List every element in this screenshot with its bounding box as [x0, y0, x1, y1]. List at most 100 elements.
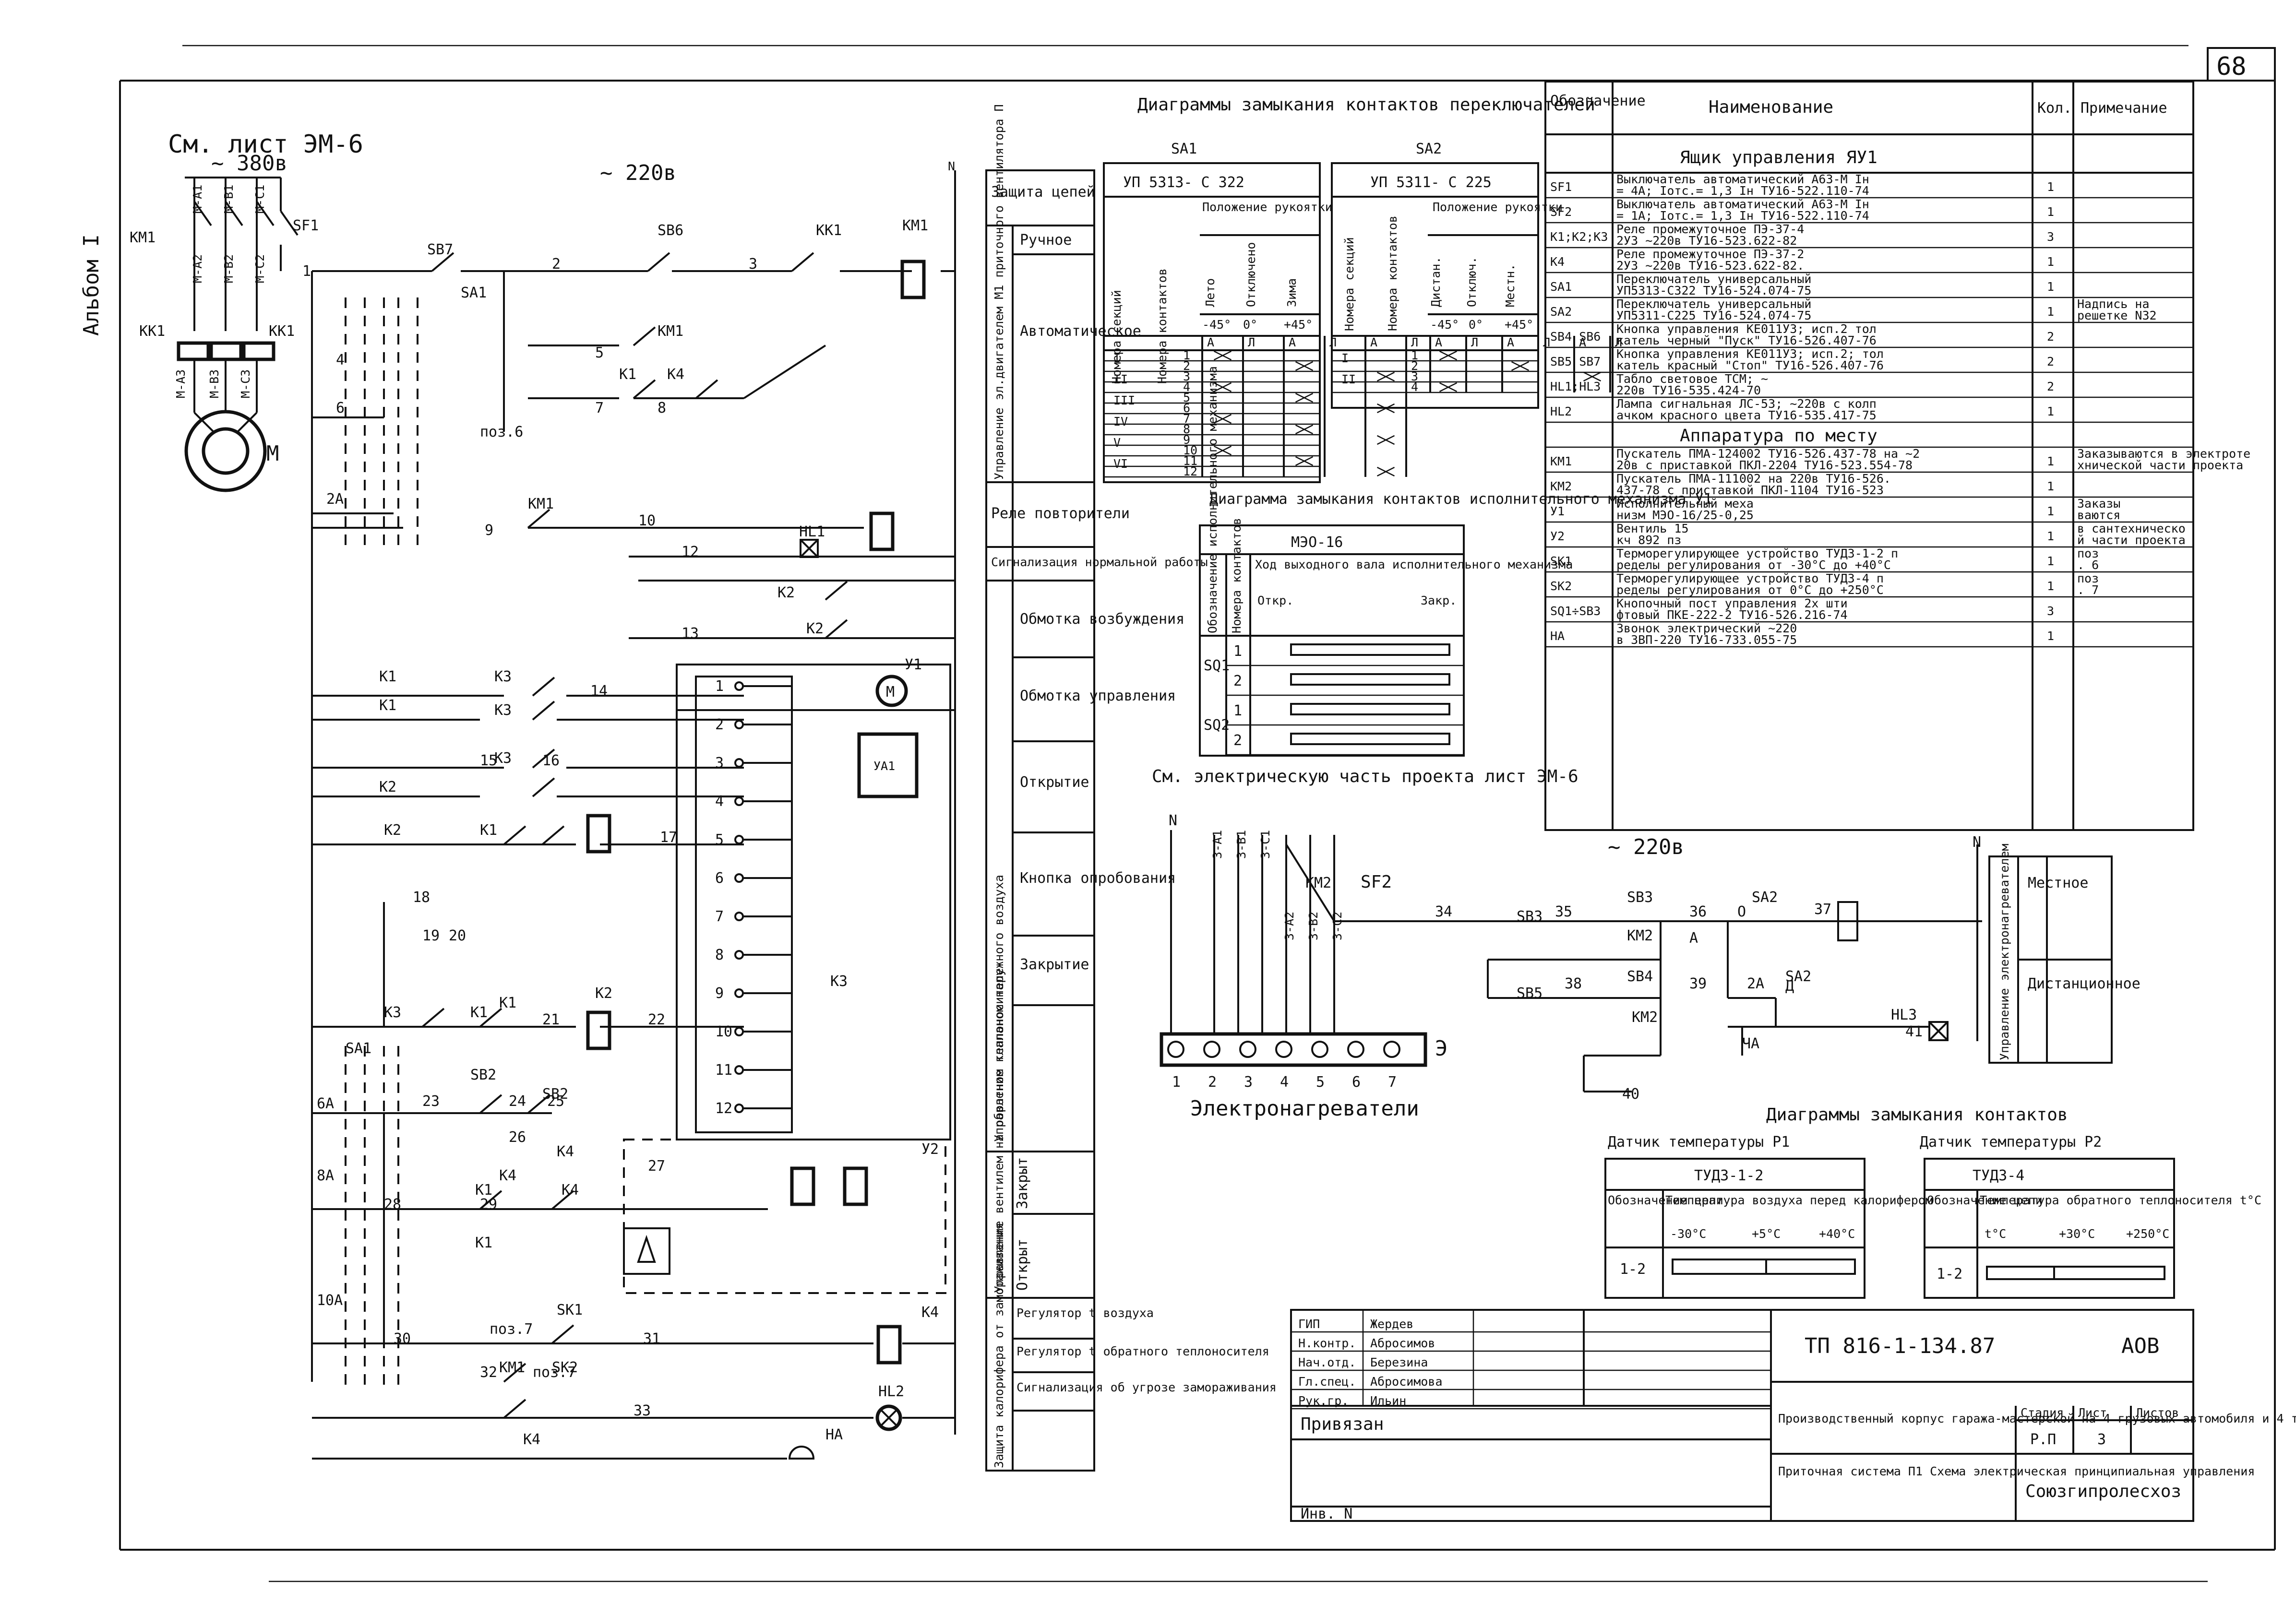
p2-range-1: t°С — [1985, 1227, 2006, 1241]
schematic-label: SВ7 — [427, 241, 453, 258]
terminal-dot — [734, 681, 744, 691]
grid-section: VI — [1113, 457, 1128, 471]
spec-name: 2УЗ ~220в ТУ16-523.622-82. — [1616, 259, 1804, 273]
contact-mark — [1295, 361, 1314, 371]
grid-row: 2 — [1183, 359, 1190, 373]
contact — [633, 379, 656, 399]
local-net: 34 — [1435, 903, 1452, 920]
spec-qty: 1 — [2047, 454, 2054, 468]
schematic-label: SК2 — [552, 1359, 578, 1376]
net-label: 2А — [326, 491, 344, 508]
heater-line-label: 3-С1 — [1258, 830, 1272, 859]
spec-qty: 1 — [2047, 504, 2054, 518]
tb-doc-no: ТП 816-1-134.87 — [1805, 1334, 1995, 1358]
spec-name: Исполнительный меха — [1616, 497, 1754, 511]
net-label: 28 — [384, 1196, 401, 1213]
grid-row: 4 — [1411, 380, 1418, 394]
sheet-page-number: 68 — [2216, 52, 2247, 81]
tb-role: Н.контр. — [1298, 1336, 1356, 1350]
actuator-sq: SQ2 — [1204, 717, 1230, 734]
schematic-label: К1 — [470, 1004, 488, 1021]
grid-row: 11 — [1183, 454, 1197, 468]
schematic-label: SF1 — [293, 217, 319, 234]
net-label: 3 — [749, 256, 757, 273]
fn-motor-control: Управление эл.двигателем М1 приточного в… — [992, 104, 1006, 480]
grid-head: Л — [1471, 335, 1478, 349]
contact — [503, 1399, 526, 1419]
heater-terminal: 1 — [1172, 1074, 1181, 1091]
heater-terminal-screw — [1167, 1041, 1184, 1058]
actuator-contact: 1 — [1233, 702, 1242, 719]
actuator-contact: 1 — [1233, 643, 1242, 660]
sa2-angle-3: +45° — [1505, 318, 1533, 332]
heater-terminal-screw — [1239, 1041, 1256, 1058]
local-net: 38 — [1565, 975, 1582, 992]
spec-note: й части проекта — [2077, 533, 2186, 547]
contact-mark — [1376, 466, 1395, 477]
spec-note: . 6 — [2077, 558, 2099, 572]
fn-protection: Защита цепей — [991, 184, 1095, 201]
fn-excitation: Обмотка возбуждения — [1020, 611, 1184, 628]
net-label: 18 — [413, 889, 430, 906]
grid-row: 9 — [1183, 433, 1190, 447]
schematic-label: К4 — [499, 1167, 516, 1184]
sa1-angle-3: +45° — [1284, 318, 1313, 332]
net-label: 2 — [552, 256, 561, 273]
actuator-motor-label: М — [886, 684, 895, 701]
schematic-label: К1 — [475, 1235, 492, 1251]
local-neutral: N — [1973, 834, 1981, 851]
net-label: 8 — [658, 400, 666, 416]
relay-coil — [869, 511, 895, 551]
heater-km: КМ2 — [1305, 875, 1331, 891]
motor-kk-label: КК1 — [139, 323, 165, 340]
sa1-col-1: Лето — [1203, 278, 1217, 307]
heater-terminal: 6 — [1352, 1074, 1361, 1091]
schematic-label: К2 — [595, 985, 612, 1002]
actuator-contact: 2 — [1233, 732, 1242, 749]
contact-mark — [1439, 350, 1458, 361]
schematic-label: КЗ — [830, 973, 848, 990]
sa2-tag: SА2 — [1416, 141, 1442, 157]
schematic-label: SА1 — [461, 285, 487, 301]
fn-opening: Открытие — [1020, 774, 1089, 791]
sa2-col-1: Дистан. — [1429, 257, 1443, 307]
heater-line-label: 3-А1 — [1210, 830, 1224, 859]
spec-qty: 1 — [2047, 305, 2054, 319]
p1-title: Датчик температуры Р1 — [1608, 1134, 1790, 1151]
spec-name: 20в с приставкой ПКЛ-2204 ТУ16-523.554-7… — [1616, 458, 1913, 472]
spec-code: КМ2 — [1550, 479, 1572, 493]
contact-mark — [1511, 361, 1530, 371]
terminal-a2: М-А2 — [191, 254, 204, 283]
spec-name: Вентиль 15 — [1616, 522, 1689, 535]
terminal-dot — [734, 1027, 744, 1036]
spec-qty: 1 — [2047, 205, 2054, 219]
net-label: 6А — [317, 1095, 334, 1112]
terminal-c3: М-С3 — [239, 369, 252, 398]
heater-line-label: 3-А2 — [1282, 912, 1296, 940]
actuator-model: МЭО-16 — [1291, 534, 1343, 551]
schematic-label: К1 — [379, 668, 396, 685]
actuator-terminal: 8 — [715, 947, 724, 963]
grid-head: А — [1207, 335, 1214, 349]
contact-mark — [1213, 414, 1232, 424]
net-label: 21 — [542, 1011, 560, 1028]
spec-code: НА — [1550, 629, 1565, 643]
net-label: 30 — [394, 1330, 411, 1347]
spec-code: НL1;НL3 — [1550, 380, 1601, 393]
tb-drawing: Приточная система П1 Схема электрическая… — [1778, 1464, 2255, 1478]
contact — [503, 825, 526, 845]
schematic-label: КМ1 — [499, 1359, 525, 1376]
spec-qty: 3 — [2047, 230, 2054, 244]
heaters-circuit: См. электрическую часть проекта лист ЭМ-… — [1152, 767, 1578, 1121]
local-net: 35 — [1555, 903, 1572, 920]
net-label: 6 — [336, 400, 345, 416]
terminal-dot — [734, 988, 744, 998]
schematic-label: SА1 — [346, 1040, 371, 1057]
spec-name: низм МЭО-16/25-0,25 — [1616, 508, 1754, 522]
relay-coil — [843, 1166, 868, 1206]
spec-name: Переключатель универсальный — [1616, 297, 1811, 311]
heater-terminal-screw — [1203, 1041, 1220, 1058]
terminal-b1: М-В1 — [222, 185, 236, 214]
